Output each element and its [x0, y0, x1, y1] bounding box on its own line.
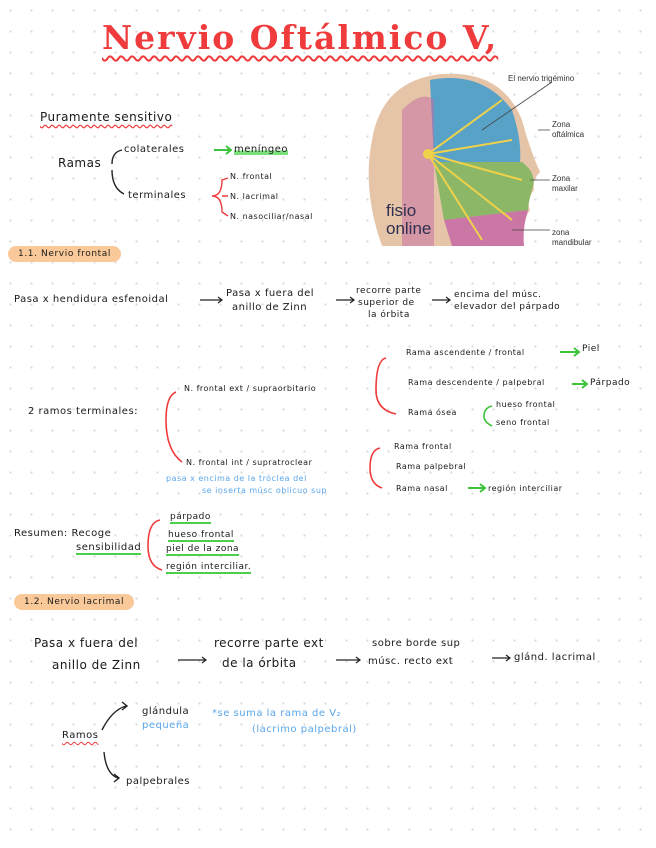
- int-note-2: se inserta músc oblicuo sup: [202, 486, 327, 495]
- green-arrow-piel: [560, 348, 579, 356]
- osea-hueso-frontal: hueso frontal: [496, 400, 555, 409]
- path-step-3a: recorre parte: [356, 286, 421, 296]
- path-step-2b: anillo de Zinn: [232, 302, 307, 313]
- ramo-palpebrales: palpebrales: [126, 776, 190, 787]
- path-step-4b: elevador del párpado: [454, 302, 560, 312]
- brand-line-1: fisio: [386, 202, 416, 219]
- label-mandibular-2: mandibular: [552, 238, 592, 246]
- ramo-glandula-1: glándula: [142, 706, 189, 717]
- resumen-piel-zona: piel de la zona: [166, 544, 239, 556]
- ext-target-piel: Piel: [582, 344, 600, 354]
- path-step-4a: encima del músc.: [454, 290, 541, 300]
- arrow-s2-3: [492, 655, 510, 661]
- lacrimal-ramos-label: Ramos: [62, 730, 98, 741]
- int-rama-frontal: Rama frontal: [394, 442, 452, 451]
- lacrimal-step-1a: Pasa x fuera del: [34, 636, 138, 650]
- green-arrow-interciliar: [468, 484, 485, 492]
- green-arrow-parpado: [572, 380, 587, 388]
- meningeo-label: meníngeo: [234, 144, 288, 155]
- lacrimal-step-1b: anillo de Zinn: [52, 658, 141, 672]
- section-heading-lacrimal: 1.2. Nervio lacrimal: [14, 594, 134, 610]
- arrow-2: [336, 297, 354, 303]
- resumen-sensibilidad: sensibilidad: [76, 542, 141, 555]
- ramos-bracket: [166, 392, 182, 462]
- terminales-bracket: [212, 178, 228, 216]
- path-step-3b: superior de: [358, 298, 415, 308]
- label-trigemino: El nervio trigémino: [508, 74, 574, 83]
- int-target-interciliar: región interciliar: [488, 484, 563, 493]
- brand-line-2: online: [386, 220, 431, 237]
- label-maxilar-1: Zona: [552, 174, 570, 183]
- ramos-terminales-label: 2 ramos terminales:: [28, 406, 138, 417]
- trigeminal-figure: El nervio trigémino Zona oftálmica Zona …: [362, 70, 644, 246]
- lacrimal-arrow-down: [104, 752, 119, 782]
- arrow-s2-1: [178, 657, 206, 663]
- int-bracket: [370, 448, 382, 488]
- colaterales-label: colaterales: [124, 144, 184, 155]
- section-heading-frontal: 1.1. Nervio frontal: [8, 246, 121, 262]
- arrow-3: [432, 297, 450, 303]
- lacrimal-arrow-up: [102, 702, 127, 730]
- nervio-nasociliar-item: N. nasociliar/nasal: [230, 212, 313, 221]
- ext-rama-osea: Rama ósea: [408, 408, 457, 417]
- path-step-1: Pasa x hendidura esfenoidal: [14, 294, 168, 305]
- lacrimal-step-4: glánd. lacrimal: [514, 652, 596, 663]
- frontal-ext-branch: N. frontal ext / supraorbitario: [184, 384, 316, 393]
- sensitive-note: Puramente sensitivo: [40, 110, 172, 124]
- ramas-label: Ramas: [58, 156, 101, 170]
- path-step-3c: la órbita: [368, 310, 410, 320]
- ramo-glandula-2: pequeña: [142, 720, 189, 731]
- nervio-lacrimal-item: N. lacrimal: [230, 192, 279, 201]
- resumen-label: Resumen: Recoge: [14, 528, 111, 539]
- resumen-bracket: [148, 520, 162, 570]
- resumen-region-interciliar: región interciliar.: [166, 562, 251, 574]
- lacrimal-step-2a: recorre parte ext: [214, 636, 324, 650]
- ext-bracket: [376, 358, 396, 414]
- ext-target-parpado: Párpado: [590, 378, 630, 388]
- label-oftalmica-1: Zona: [552, 120, 570, 129]
- lacrimal-note-1: *se suma la rama de V₂: [212, 708, 341, 719]
- arrow-s2-2: [336, 657, 360, 663]
- ext-rama-descendente: Rama descendente / palpebral: [408, 378, 545, 387]
- frontal-int-branch: N. frontal int / supratroclear: [186, 458, 312, 467]
- page-title: Nervio Oftálmico V,: [102, 18, 498, 57]
- terminales-label: terminales: [128, 190, 186, 201]
- resumen-hueso-frontal: hueso frontal: [168, 530, 234, 542]
- lacrimal-step-2b: de la órbita: [222, 656, 297, 670]
- osea-bracket: [484, 406, 492, 426]
- resumen-parpado: párpado: [170, 512, 211, 524]
- path-step-2a: Pasa x fuera del: [226, 288, 314, 299]
- nervio-frontal-item: N. frontal: [230, 172, 272, 181]
- int-note-1: pasa x encima de la tróclea del: [166, 474, 307, 483]
- lacrimal-step-3a: sobre borde sup: [372, 638, 460, 649]
- label-maxilar-2: maxilar: [552, 184, 578, 193]
- osea-seno-frontal: seno frontal: [496, 418, 550, 427]
- ramas-bracket: [112, 150, 124, 194]
- int-rama-nasal: Rama nasal: [396, 484, 448, 493]
- int-rama-palpebral: Rama palpebral: [396, 462, 466, 471]
- lacrimal-step-3b: músc. recto ext: [368, 656, 453, 667]
- ext-rama-ascendente: Rama ascendente / frontal: [406, 348, 525, 357]
- label-oftalmica-2: oftálmica: [552, 130, 584, 139]
- label-mandibular-1: zona: [552, 228, 569, 237]
- lacrimal-note-2: (lacrimo palpebral): [252, 724, 357, 735]
- arrow-1: [200, 297, 222, 303]
